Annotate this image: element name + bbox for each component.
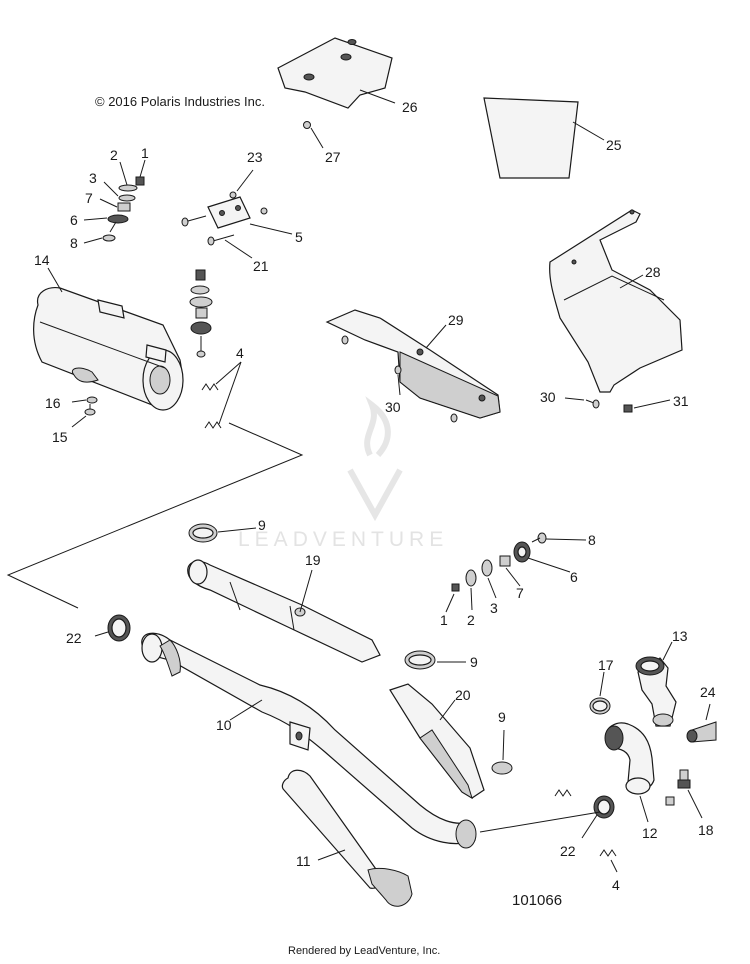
part-1-nut-right[interactable] — [451, 583, 460, 592]
part-29-heat-shield[interactable] — [325, 309, 501, 419]
callout-10: 10 — [216, 717, 232, 733]
callout-25: 25 — [606, 137, 622, 153]
callout-9-middle: 9 — [470, 654, 478, 670]
part-4-spring-a[interactable] — [201, 383, 219, 391]
part-22-gasket-left[interactable] — [107, 614, 131, 642]
part-17-gasket[interactable] — [589, 697, 611, 715]
part-11-link-pipe[interactable] — [281, 769, 413, 907]
rendered-by-footer: Rendered by LeadVenture, Inc. — [288, 945, 441, 957]
part-4-spring-d[interactable] — [599, 849, 617, 857]
callout-24: 24 — [700, 684, 716, 700]
callout-4-top: 4 — [236, 345, 244, 361]
callout-28: 28 — [645, 264, 661, 280]
callout-17: 17 — [598, 657, 614, 673]
part-4-spring-c[interactable] — [554, 789, 572, 797]
part-8-bolt[interactable] — [102, 221, 117, 242]
callout-11: 11 — [296, 853, 311, 869]
callout-22-right: 22 — [560, 843, 576, 859]
part-2-washer[interactable] — [118, 184, 138, 192]
callout-15: 15 — [52, 429, 68, 445]
callout-1-right: 1 — [440, 612, 448, 628]
part-8-bolt-right[interactable] — [531, 532, 547, 544]
callout-4-lower: 4 — [612, 877, 620, 893]
isolator-mount-stack[interactable] — [189, 269, 213, 358]
callout-8-right: 8 — [588, 532, 596, 548]
callout-18: 18 — [698, 822, 714, 838]
part-4-spring-b[interactable] — [204, 421, 222, 429]
callout-14: 14 — [34, 252, 50, 268]
callout-16: 16 — [45, 395, 61, 411]
callout-6-right: 6 — [570, 569, 578, 585]
callout-30-left: 30 — [385, 399, 401, 415]
callout-6-top: 6 — [70, 212, 78, 228]
part-30-screw-left[interactable] — [341, 335, 458, 423]
callout-7-right: 7 — [516, 585, 524, 601]
part-6-grommet[interactable] — [107, 214, 129, 224]
part-22-gasket-right[interactable] — [593, 795, 615, 819]
part-28-heat-shield[interactable] — [549, 209, 683, 393]
callout-9-upper: 9 — [258, 517, 266, 533]
part-9-clamp-upper[interactable] — [188, 523, 218, 543]
part-2-washer-right[interactable] — [465, 569, 477, 587]
part-23-screw[interactable] — [229, 191, 237, 199]
callout-20: 20 — [455, 687, 471, 703]
part-25-shield-wrap[interactable] — [483, 97, 579, 179]
callout-19: 19 — [305, 552, 321, 568]
callout-2-right: 2 — [467, 612, 475, 628]
callout-29: 29 — [448, 312, 464, 328]
part-27-screw[interactable] — [303, 121, 311, 129]
copyright-notice: © 2016 Polaris Industries Inc. — [95, 94, 265, 109]
part-5-bracket[interactable] — [207, 196, 251, 229]
callout-27: 27 — [325, 149, 341, 165]
part-15-bolt[interactable] — [84, 404, 96, 416]
part-18-sensor[interactable] — [665, 769, 691, 806]
callout-26: 26 — [402, 99, 418, 115]
part-23-screw-b[interactable] — [260, 207, 268, 215]
callout-13: 13 — [672, 628, 688, 644]
callout-30-right: 30 — [540, 389, 556, 405]
callout-21: 21 — [253, 258, 269, 274]
part-9-clamp-middle[interactable] — [404, 650, 436, 670]
callout-8-top: 8 — [70, 235, 78, 251]
part-31-clip[interactable] — [623, 404, 633, 413]
part-10-main-pipe[interactable] — [141, 632, 477, 849]
part-16-washer[interactable] — [86, 396, 98, 404]
part-12-elbow[interactable] — [604, 722, 655, 795]
part-30-screw-right[interactable] — [585, 399, 600, 409]
part-13-elbow[interactable] — [635, 656, 677, 727]
part-20-heat-shield[interactable] — [389, 683, 485, 800]
part-7-bushing-right[interactable] — [499, 555, 511, 567]
part-19-head-pipe[interactable] — [187, 559, 381, 663]
callout-1-top: 1 — [141, 145, 149, 161]
part-14-muffler[interactable] — [33, 287, 184, 411]
part-24-cap[interactable] — [686, 721, 717, 743]
callout-2-top: 2 — [110, 147, 118, 163]
callout-3-top: 3 — [89, 170, 97, 186]
callout-22-left: 22 — [66, 630, 82, 646]
part-3-spacer-right[interactable] — [481, 559, 493, 577]
watermark-logo — [347, 396, 403, 522]
part-7-bushing[interactable] — [117, 202, 131, 212]
callout-9-lower: 9 — [498, 709, 506, 725]
part-26-heat-shield-plate[interactable] — [277, 37, 393, 109]
callout-7-top: 7 — [85, 190, 93, 206]
part-9-clamp-lower[interactable] — [491, 761, 513, 775]
part-21-bolt[interactable] — [181, 215, 235, 246]
callout-31: 31 — [673, 393, 689, 409]
callout-23: 23 — [247, 149, 263, 165]
callout-5: 5 — [295, 229, 303, 245]
drawing-number: 101066 — [512, 892, 563, 909]
watermark-text: LEADVENTURE — [238, 528, 449, 551]
part-3-spacer[interactable] — [118, 194, 136, 202]
part-1-nut[interactable] — [135, 176, 145, 186]
callout-12: 12 — [642, 825, 658, 841]
callout-3-right: 3 — [490, 600, 498, 616]
part-6-grommet-right[interactable] — [513, 541, 531, 563]
